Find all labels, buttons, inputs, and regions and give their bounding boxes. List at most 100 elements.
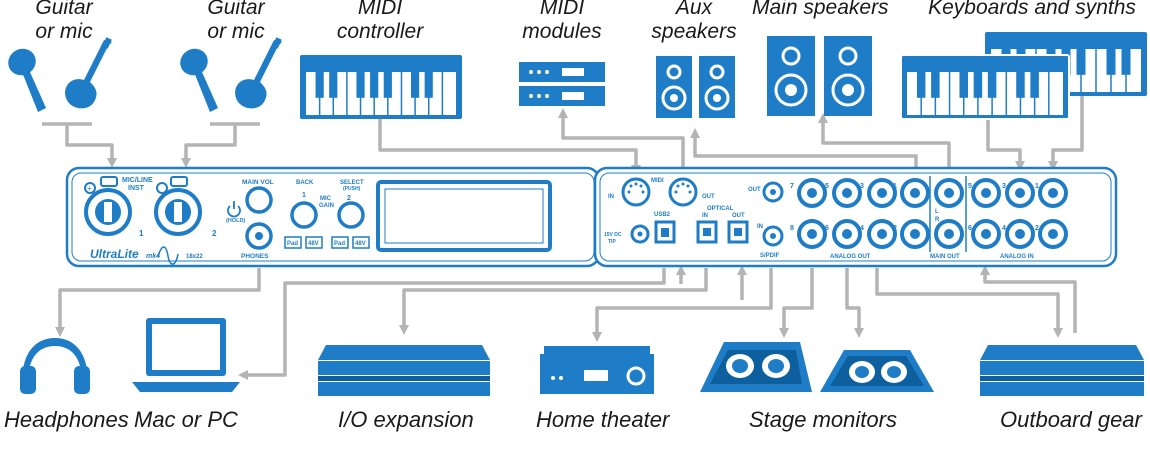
phantom-2-label: 48V bbox=[355, 241, 366, 247]
jack-center bbox=[1048, 229, 1058, 239]
black-key bbox=[411, 72, 420, 98]
main-vol-knob[interactable] bbox=[245, 186, 273, 214]
laptop-icon bbox=[132, 318, 240, 392]
black-key bbox=[1121, 49, 1131, 75]
black-key bbox=[916, 72, 926, 98]
jack-number-label: 8 bbox=[790, 225, 794, 232]
main-speaker-icon bbox=[767, 36, 872, 116]
front-panel: + MIC/LINE INST 1 2 MAIN VOL (HOLD) PHON… bbox=[65, 166, 601, 268]
black-key bbox=[315, 72, 324, 98]
midi-out-label: OUT bbox=[702, 194, 715, 200]
midi-label: MIDI bbox=[651, 178, 664, 184]
jack-center bbox=[877, 188, 887, 198]
label-mac-pc: Mac or PC bbox=[134, 407, 238, 432]
midi-in-port[interactable] bbox=[621, 177, 651, 207]
black-key bbox=[356, 72, 365, 98]
black-key bbox=[370, 72, 379, 98]
connection-lines bbox=[42, 95, 1084, 380]
analog-out-label: ANALOG OUT bbox=[830, 254, 871, 260]
stage-monitor-icon bbox=[700, 342, 812, 392]
push-label: (PUSH) bbox=[343, 186, 361, 192]
midi-module-icon bbox=[519, 62, 605, 106]
optical-out-label: OUT bbox=[732, 213, 745, 219]
waveform-icon bbox=[157, 246, 179, 265]
select-label: SELECT bbox=[340, 180, 364, 186]
cable-input-2 bbox=[186, 122, 260, 163]
cable-outboard-return bbox=[980, 265, 1077, 333]
cable-home-theater bbox=[592, 268, 773, 342]
rear-panel: MIDI IN OUT 15V DC TIP USB2 OPTICAL IN O… bbox=[593, 166, 1118, 268]
cable-outboard-send bbox=[875, 268, 1063, 338]
label-guitar-mic-2: Guitar or mic bbox=[186, 0, 286, 44]
label-keyboards-synths: Keyboards and synths bbox=[922, 0, 1142, 20]
cable-headphones bbox=[55, 268, 261, 337]
black-key bbox=[383, 72, 392, 98]
optical-in-label: IN bbox=[702, 213, 708, 219]
microphone-icon bbox=[8, 48, 46, 112]
phones-label: PHONES bbox=[241, 253, 269, 260]
jack-number-label: 1 bbox=[893, 183, 897, 190]
midi-in-label: IN bbox=[608, 194, 614, 200]
main-out-l-label: L bbox=[935, 209, 939, 215]
label-line: modules bbox=[522, 20, 602, 43]
cable-stage-monitor-2 bbox=[845, 268, 864, 338]
aux-speaker-icon bbox=[656, 56, 735, 118]
jack-center bbox=[842, 188, 852, 198]
mic-gain-label-2: GAIN bbox=[319, 203, 334, 209]
label-line: or mic bbox=[207, 20, 265, 43]
label-outboard-gear: Outboard gear bbox=[1000, 407, 1142, 432]
gain-2-knob[interactable] bbox=[337, 201, 365, 229]
cable-computer bbox=[238, 268, 666, 380]
analog-in-label: ANALOG IN bbox=[1000, 254, 1034, 260]
label-line: speakers bbox=[651, 20, 737, 43]
black-key bbox=[424, 72, 433, 98]
guitar-icon bbox=[65, 37, 112, 109]
label-line: Aux bbox=[675, 0, 713, 19]
cable-keyboard-1 bbox=[986, 112, 1025, 171]
power-label: 15V DC bbox=[604, 232, 622, 238]
mic-gain-label: MIC bbox=[320, 196, 332, 202]
label-guitar-mic-1: Guitar or mic bbox=[14, 0, 114, 44]
main-vol-label: MAIN VOL bbox=[242, 179, 274, 186]
pad-2-label: Pad bbox=[334, 241, 345, 247]
combo-input-1-jack[interactable]: + bbox=[84, 176, 132, 236]
black-key bbox=[1076, 49, 1086, 75]
io-expansion-rack-icon bbox=[318, 345, 490, 396]
label-line: MIDI bbox=[357, 0, 403, 19]
phantom-button-2[interactable]: 48V bbox=[352, 236, 370, 249]
input-type-label: MIC/LINE bbox=[122, 177, 153, 184]
outboard-gear-rack-icon bbox=[980, 345, 1144, 396]
label-aux-speakers: Aux speakers bbox=[646, 0, 742, 44]
phantom-button-1[interactable]: 48V bbox=[305, 236, 323, 249]
black-key bbox=[1106, 49, 1116, 75]
jack-center bbox=[910, 229, 920, 239]
svg-text:+: + bbox=[87, 184, 92, 193]
label-line: Main speakers bbox=[752, 0, 889, 19]
jack-center bbox=[1015, 188, 1025, 198]
combo-input-2-jack[interactable] bbox=[154, 176, 202, 236]
microphone-icon bbox=[180, 48, 218, 112]
label-line: MIDI bbox=[539, 0, 585, 19]
jack-number-label: 2 bbox=[893, 225, 897, 232]
synth-keyboard-icon bbox=[900, 32, 1147, 120]
back-label: BACK bbox=[296, 180, 314, 186]
jack-number-label: 6 bbox=[825, 225, 829, 232]
spdif-in-label: IN bbox=[757, 224, 763, 230]
gain-1-knob[interactable] bbox=[290, 201, 318, 229]
pad-button-1[interactable]: Pad bbox=[284, 236, 302, 249]
cable-main-speakers bbox=[818, 113, 951, 170]
input-2-number: 2 bbox=[212, 229, 217, 238]
jack-number-label: 5 bbox=[825, 183, 829, 190]
label-home-theater: Home theater bbox=[536, 407, 670, 432]
power-icon[interactable] bbox=[227, 201, 241, 218]
black-key bbox=[1030, 72, 1039, 98]
pad-button-2[interactable]: Pad bbox=[331, 236, 349, 249]
midi-out-port[interactable] bbox=[668, 177, 698, 207]
cable-io-expansion bbox=[399, 268, 708, 335]
black-key bbox=[931, 72, 940, 98]
jack-center bbox=[1015, 229, 1025, 239]
label-line: Guitar bbox=[207, 0, 265, 19]
label-line: Keyboards and synths bbox=[928, 0, 1136, 19]
cable-midi-controller bbox=[378, 118, 641, 175]
